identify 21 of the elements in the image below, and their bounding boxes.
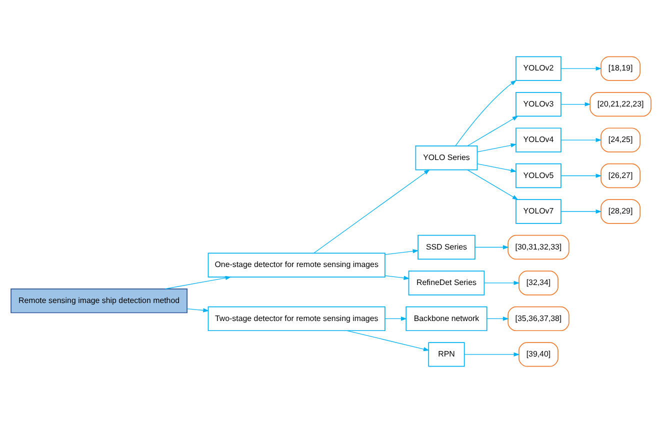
arrow xyxy=(464,352,520,356)
arrow xyxy=(164,275,232,289)
arrow xyxy=(346,330,430,351)
arrow xyxy=(314,168,430,253)
arrow xyxy=(455,80,517,146)
arrow xyxy=(467,169,518,200)
arrow xyxy=(560,66,602,70)
arrow xyxy=(384,316,407,320)
arrow xyxy=(474,244,509,249)
arrow xyxy=(484,280,520,285)
arrow xyxy=(384,274,410,280)
arrow xyxy=(467,115,518,146)
arrow xyxy=(477,163,517,172)
arrow xyxy=(384,248,419,254)
arrow xyxy=(477,142,517,152)
arrow xyxy=(186,308,210,312)
arrow xyxy=(486,316,509,320)
arrow xyxy=(560,173,602,178)
arrow xyxy=(560,102,591,106)
arrow xyxy=(560,208,602,214)
arrow xyxy=(560,137,602,142)
